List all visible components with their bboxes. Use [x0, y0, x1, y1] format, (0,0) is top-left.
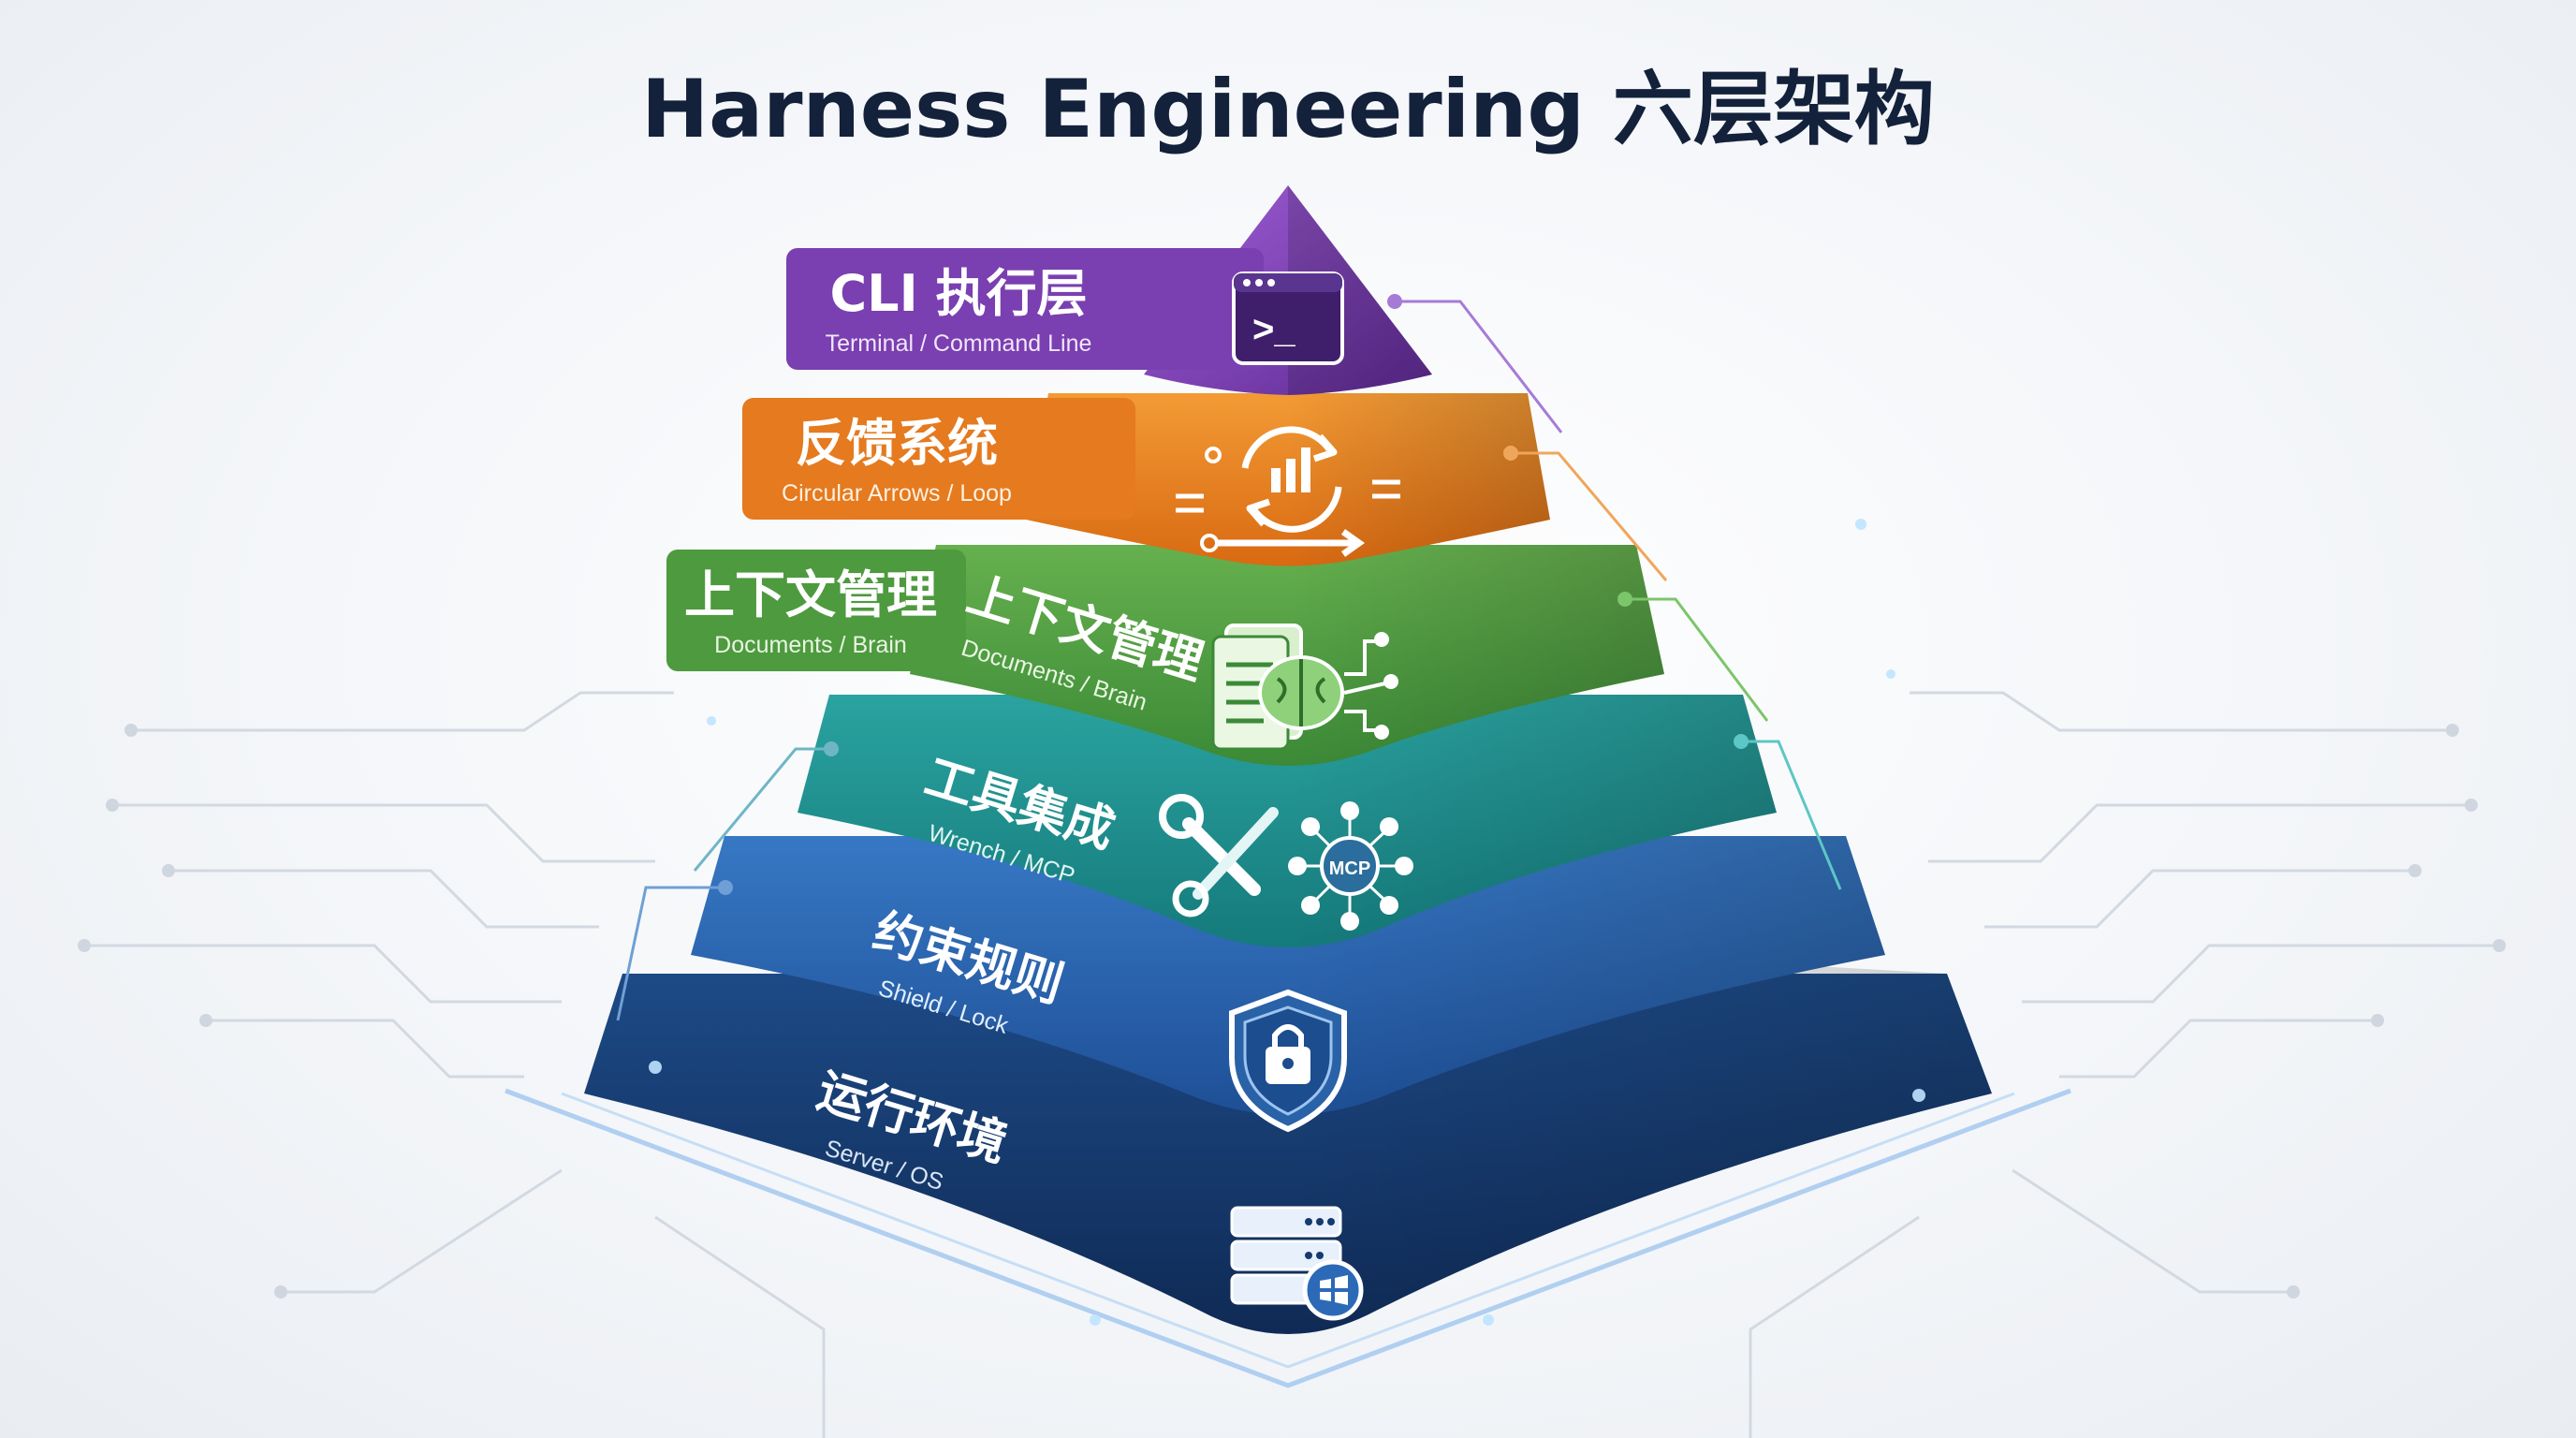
page-title: Harness Engineering 六层架构 — [641, 63, 1935, 156]
terminal-prompt: >_ — [1252, 309, 1295, 350]
context-subtitle: Documents / Brain — [714, 632, 907, 658]
callout-feedback: 反馈系统 Circular Arrows / Loop — [742, 398, 1135, 520]
callout-context: 上下文管理 Documents / Brain — [666, 550, 966, 671]
cli-title: CLI 执行层 — [830, 264, 1088, 323]
left-connectors — [616, 747, 831, 1021]
loop-arrows-icon — [1176, 426, 1400, 557]
feedback-subtitle: Circular Arrows / Loop — [782, 480, 1012, 506]
context-title: 上下文管理 — [684, 565, 937, 624]
layer-constraints[interactable] — [691, 836, 1885, 1122]
base-platform — [505, 1088, 2071, 1388]
shield-lock-icon — [1229, 989, 1347, 1133]
cli-subtitle: Terminal / Command Line — [826, 330, 1092, 357]
mcp-label: MCP — [1329, 858, 1370, 879]
terminal-icon: >_ — [1232, 271, 1344, 365]
wrench-mcp-icon: MCP — [1159, 794, 1413, 931]
server-os-icon — [1230, 1206, 1364, 1321]
feedback-title: 反馈系统 — [796, 414, 998, 473]
callout-cli: CLI 执行层 Terminal / Command Line — [786, 248, 1264, 370]
layer-tools[interactable] — [798, 695, 1777, 955]
right-connectors — [1395, 300, 1842, 890]
circuit-background — [84, 691, 2499, 1438]
documents-brain-icon — [1211, 624, 1398, 751]
